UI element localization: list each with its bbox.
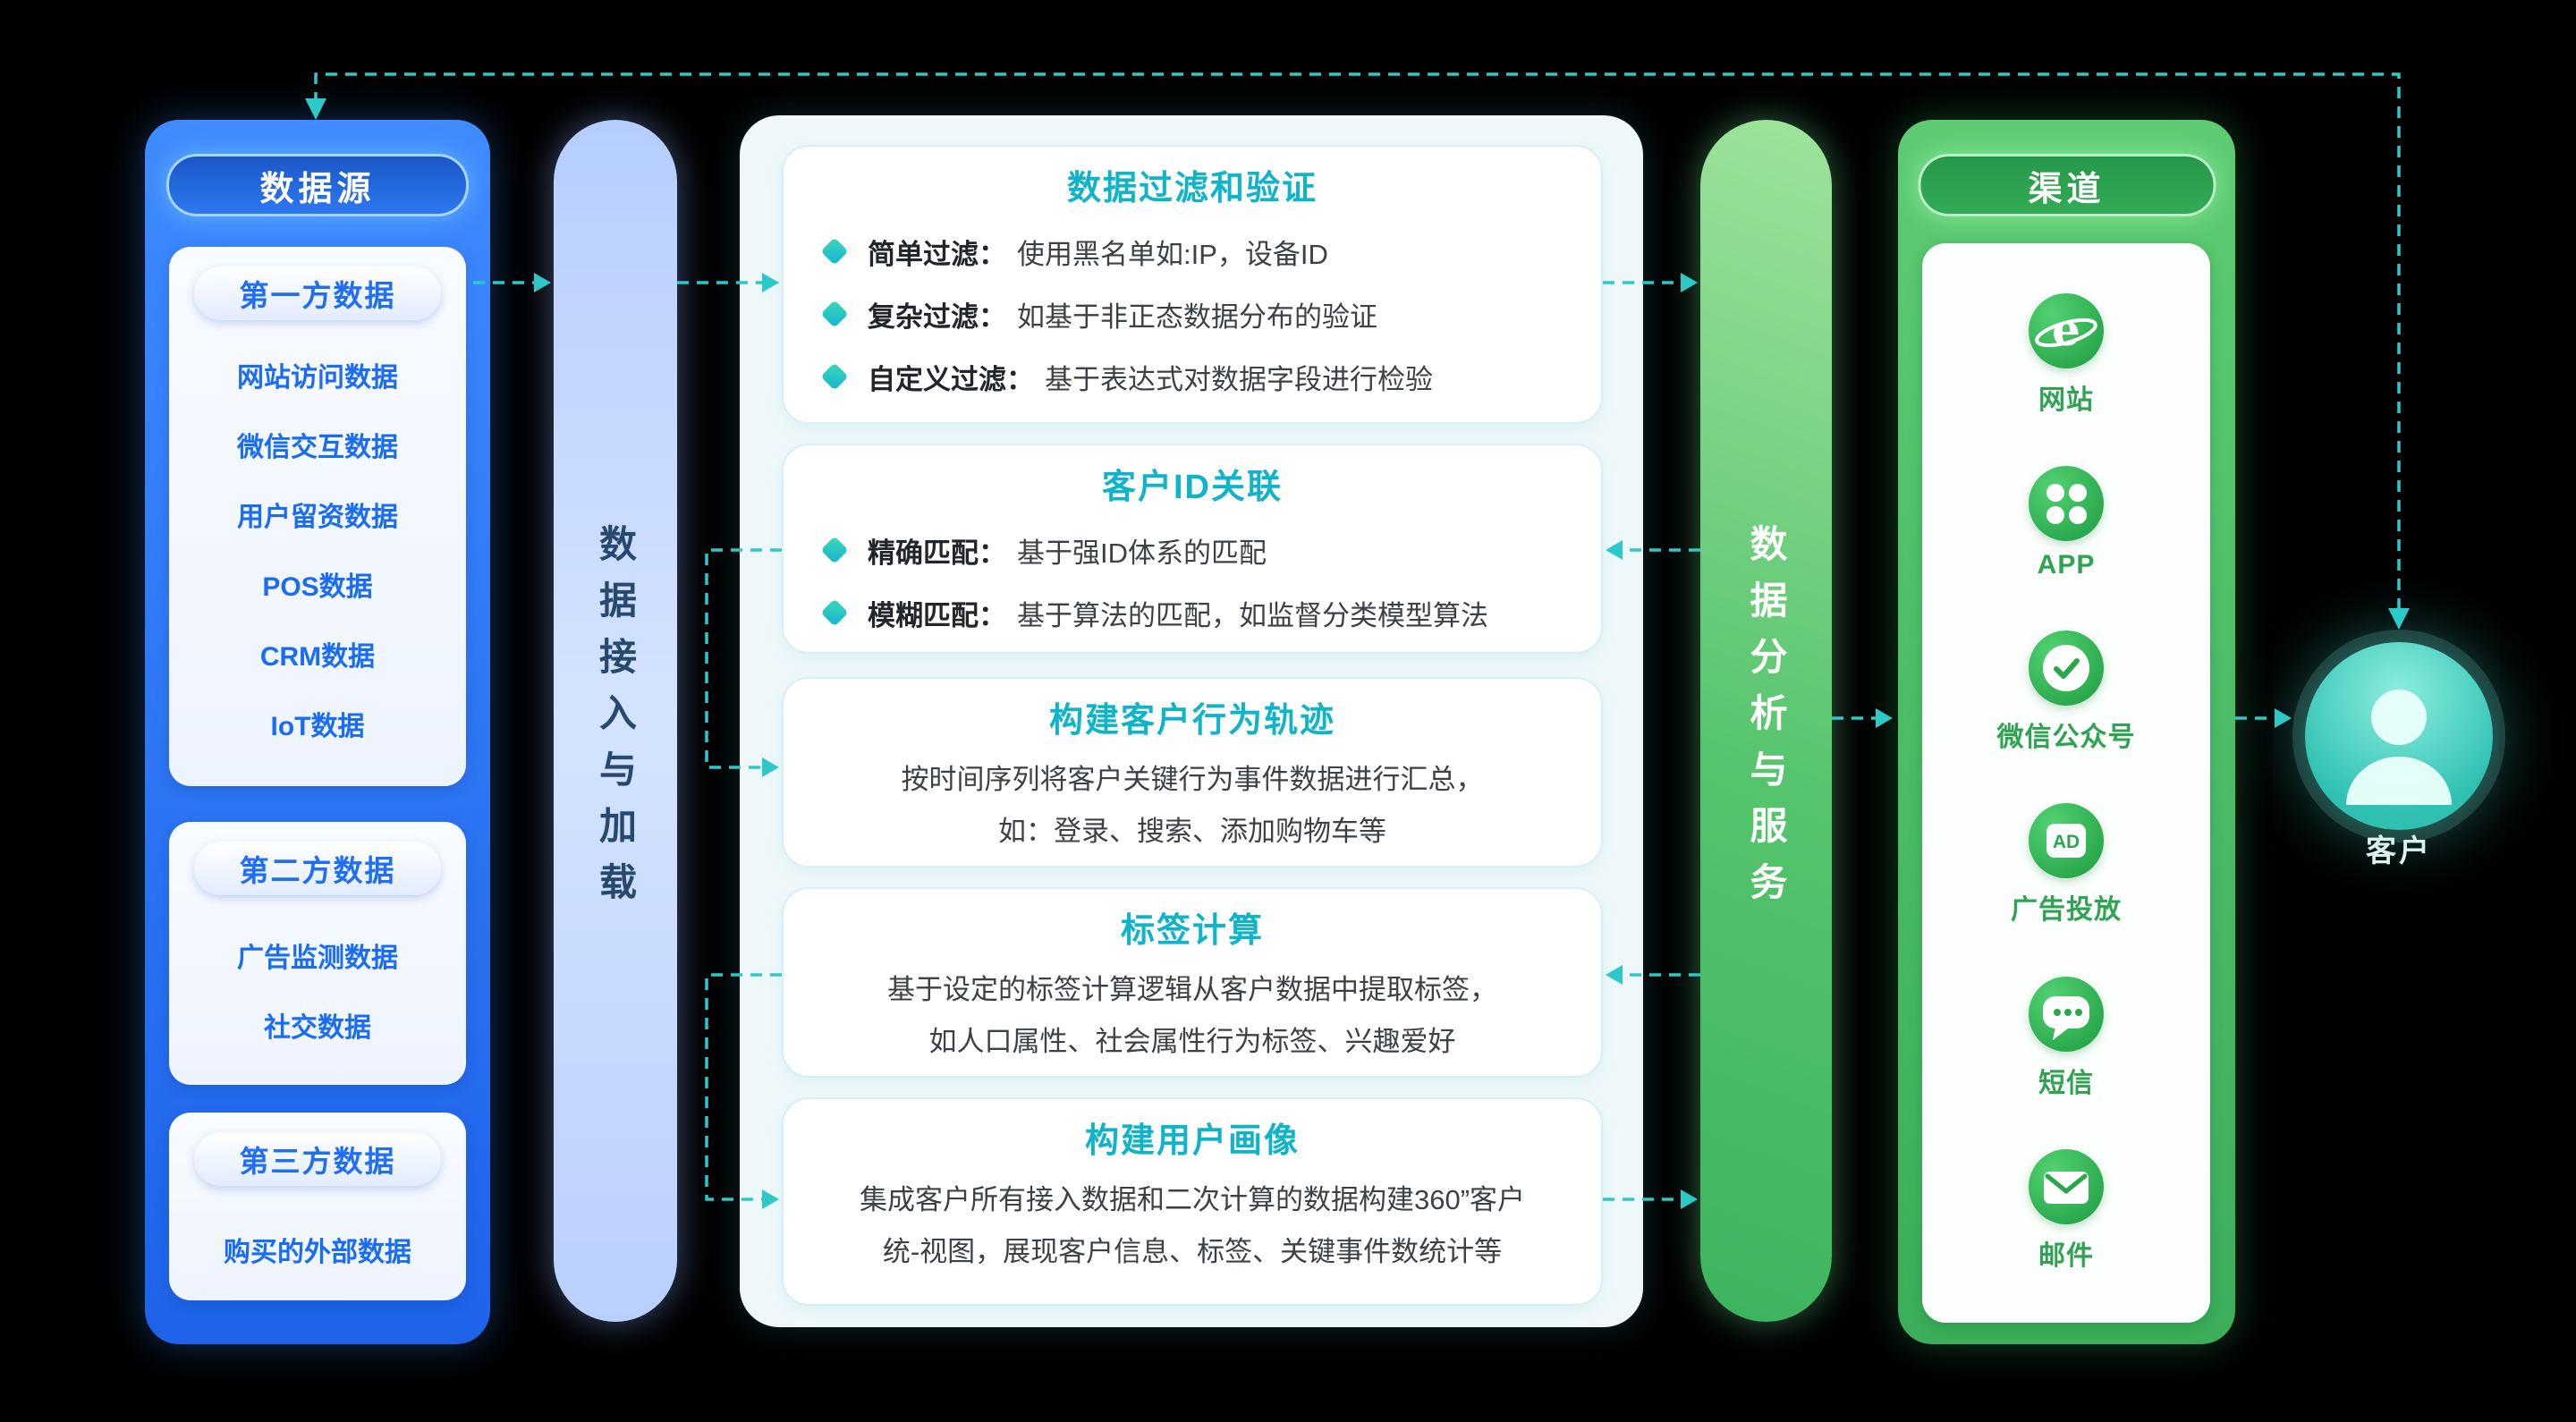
- diamond-bullet-icon: [820, 362, 849, 391]
- channel-item-sms: 短信: [2029, 976, 2104, 1100]
- arrowhead-into-analysis-top: [1681, 273, 1698, 292]
- list-item: 微信交互数据: [237, 433, 398, 462]
- card-line: 基于设定的标签计算逻辑从客户数据中提取标签，: [887, 974, 1497, 1005]
- chat-bubble-icon: [2029, 976, 2104, 1052]
- card-body: 基于设定的标签计算逻辑从客户数据中提取标签， 如人口属性、社会属性行为标签、兴趣…: [784, 964, 1601, 1068]
- bullet-text: 基于强ID体系的匹配: [1017, 537, 1267, 569]
- analysis-service-bar-label: 数据分析与服务: [1745, 523, 1787, 918]
- bullet-list: 精确匹配： 基于强ID体系的匹配 模糊匹配： 基于算法的匹配，如监督分类模型算法: [784, 519, 1601, 644]
- app-grid-icon: [2029, 466, 2104, 542]
- ingest-load-bar: 数据接入与加载: [554, 120, 677, 1322]
- card-title: 客户ID关联: [1101, 469, 1283, 506]
- data-sources-panel: 数据源 第一方数据 网站访问数据 微信交互数据 用户留资数据 POS数据 CRM…: [145, 120, 490, 1344]
- arrowhead-into-ingest: [534, 273, 551, 292]
- channel-item-ads: AD 广告投放: [2011, 803, 2122, 927]
- bullet-text: 基于算法的匹配，如监督分类模型算法: [1017, 599, 1488, 631]
- behavior-track-card: 构建客户行为轨迹 按时间序列将客户关键行为事件数据进行汇总， 如：登录、搜索、添…: [782, 677, 1603, 868]
- list-item: IoT数据: [270, 712, 365, 741]
- id-mapping-card: 客户ID关联 精确匹配： 基于强ID体系的匹配 模糊匹配： 基于算法的匹配，如监…: [782, 444, 1603, 654]
- second-party-group: 第二方数据 广告监测数据 社交数据: [169, 822, 466, 1085]
- channel-list: e 网站 APP: [1922, 243, 2210, 1323]
- channel-label: 网站: [2038, 385, 2094, 415]
- analysis-service-bar: 数据分析与服务: [1700, 120, 1832, 1322]
- card-body: 按时间序列将客户关键行为事件数据进行汇总， 如：登录、搜索、添加购物车等: [784, 754, 1601, 858]
- diamond-bullet-icon: [820, 237, 849, 266]
- bullet-text: 如基于非正态数据分布的验证: [1017, 300, 1377, 333]
- card-line: 集成客户所有接入数据和二次计算的数据构建360”客户: [859, 1184, 1526, 1215]
- second-party-items: 广告监测数据 社交数据: [169, 924, 466, 1063]
- channel-label: 短信: [2038, 1068, 2094, 1098]
- diamond-bullet-icon: [820, 300, 849, 328]
- ingest-load-bar-label: 数据接入与加载: [594, 523, 637, 918]
- diamond-bullet-icon: [820, 598, 849, 627]
- bullet-row: 精确匹配： 基于强ID体系的匹配: [784, 519, 1601, 581]
- bullet-text: 使用黑名单如:IP，设备ID: [1017, 238, 1328, 270]
- tag-computation-card: 标签计算 基于设定的标签计算逻辑从客户数据中提取标签， 如人口属性、社会属性行为…: [782, 887, 1603, 1078]
- third-party-title: 第三方数据: [194, 1132, 441, 1186]
- card-title: 标签计算: [1120, 912, 1264, 950]
- channel-label: 微信公众号: [1996, 722, 2136, 752]
- first-party-group: 第一方数据 网站访问数据 微信交互数据 用户留资数据 POS数据 CRM数据 I…: [169, 247, 466, 786]
- bullet-label: 自定义过滤：: [868, 363, 1034, 395]
- diamond-bullet-icon: [820, 536, 849, 564]
- second-party-title: 第二方数据: [194, 842, 441, 895]
- card-line: 按时间序列将客户关键行为事件数据进行汇总，: [901, 764, 1484, 795]
- card-line: 如人口属性、社会属性行为标签、兴趣爱好: [928, 1026, 1456, 1057]
- channel-item-email: 邮件: [2029, 1149, 2104, 1273]
- list-item: 网站访问数据: [237, 363, 398, 393]
- bullet-label: 精确匹配：: [868, 537, 1006, 569]
- channel-label: 邮件: [2038, 1241, 2094, 1272]
- bullet-row: 模糊匹配： 基于算法的匹配，如监督分类模型算法: [784, 581, 1601, 644]
- list-item: CRM数据: [259, 642, 376, 672]
- arrowhead-into-customer-top: [2388, 608, 2410, 630]
- channel-item-wechat-official: 微信公众号: [1996, 630, 2136, 754]
- bullet-list: 简单过滤： 使用黑名单如:IP，设备ID 复杂过滤： 如基于非正态数据分布的验证…: [784, 220, 1601, 408]
- filter-validation-card: 数据过滤和验证 简单过滤： 使用黑名单如:IP，设备ID 复杂过滤： 如基于非正…: [782, 145, 1603, 424]
- channel-item-app: APP: [2029, 466, 2104, 580]
- first-party-title: 第一方数据: [194, 267, 441, 320]
- arrowhead-into-customer: [2275, 708, 2292, 728]
- badge-check-icon: [2029, 630, 2104, 706]
- person-icon: [2346, 690, 2452, 805]
- arrowhead-into-sources: [305, 98, 326, 120]
- list-item: 广告监测数据: [237, 944, 398, 973]
- card-line: 如：登录、搜索、添加购物车等: [998, 816, 1386, 847]
- customer-avatar: [2305, 642, 2493, 830]
- first-party-items: 网站访问数据 微信交互数据 用户留资数据 POS数据 CRM数据 IoT数据: [169, 343, 466, 762]
- card-title: 构建客户行为轨迹: [1048, 702, 1335, 740]
- list-item: POS数据: [262, 572, 373, 602]
- processing-panel: 数据过滤和验证 简单过滤： 使用黑名单如:IP，设备ID 复杂过滤： 如基于非正…: [740, 115, 1643, 1327]
- envelope-icon: [2029, 1149, 2104, 1225]
- third-party-group: 第三方数据 购买的外部数据: [169, 1113, 466, 1300]
- third-party-items: 购买的外部数据: [169, 1218, 466, 1288]
- list-item: 购买的外部数据: [224, 1238, 411, 1267]
- bullet-row: 复杂过滤： 如基于非正态数据分布的验证: [784, 283, 1601, 345]
- bullet-label: 复杂过滤：: [868, 300, 1006, 333]
- channels-panel: 渠道 e 网站 APP: [1898, 120, 2235, 1344]
- list-item: 用户留资数据: [237, 503, 398, 532]
- arrowhead-into-analysis-bottom: [1681, 1189, 1698, 1209]
- bullet-row: 自定义过滤： 基于表达式对数据字段进行检验: [784, 345, 1601, 408]
- card-title: 数据过滤和验证: [1066, 170, 1318, 207]
- data-sources-header: 数据源: [166, 154, 469, 216]
- bullet-row: 简单过滤： 使用黑名单如:IP，设备ID: [784, 220, 1601, 283]
- bullet-label: 模糊匹配：: [868, 599, 1006, 631]
- ad-icon: AD: [2029, 803, 2104, 879]
- channel-label: APP: [2037, 550, 2096, 580]
- channel-label: 广告投放: [2011, 895, 2122, 926]
- card-title: 构建用户画像: [1084, 1122, 1300, 1160]
- bullet-label: 简单过滤：: [868, 238, 1006, 270]
- user-profile-card: 构建用户画像 集成客户所有接入数据和二次计算的数据构建360”客户 统-视图，展…: [782, 1097, 1603, 1306]
- svg-text:e: e: [2052, 303, 2080, 356]
- customer-label: 客户: [2366, 834, 2432, 868]
- arrowhead-into-channels: [1876, 708, 1893, 728]
- bullet-text: 基于表达式对数据字段进行检验: [1045, 363, 1433, 395]
- channel-item-website: e 网站: [2029, 292, 2104, 417]
- list-item: 社交数据: [264, 1013, 371, 1043]
- card-body: 集成客户所有接入数据和二次计算的数据构建360”客户 统-视图，展现客户信息、标…: [784, 1174, 1601, 1278]
- card-line: 统-视图，展现客户信息、标签、关键事件数统计等: [882, 1236, 1503, 1267]
- channels-header: 渠道: [1918, 154, 2216, 216]
- svg-text:AD: AD: [2053, 832, 2080, 852]
- ie-browser-icon: e: [2029, 292, 2104, 368]
